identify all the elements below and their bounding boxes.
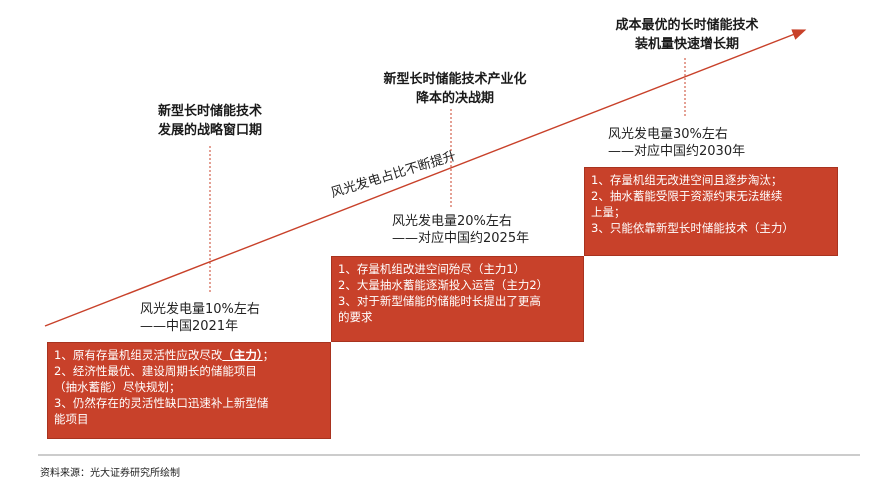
box-phase2: 1、存量机组改进空间殆尽（主力1） 2、大量抽水蓄能逐渐投入运营（主力2） 3、… — [331, 256, 584, 342]
share-label-2030: 风光发电量30%左右 ——对应中国约2030年 — [608, 127, 746, 159]
phase-title-2: 新型长时储能技术产业化 降本的决战期 — [383, 72, 527, 106]
share-label-2021: 风光发电量10%左右 ——中国2021年 — [140, 302, 260, 334]
phase-title-3: 成本最优的长时储能技术 装机量快速增长期 — [615, 18, 759, 52]
box-phase3: 1、存量机组无改进空间且逐步淘汰； 2、抽水蓄能受限于资源约束无法继续 上量； … — [584, 167, 838, 256]
trend-arrow — [44, 29, 807, 327]
phase-title-1: 新型长时储能技术 发展的战略窗口期 — [157, 104, 262, 138]
source-note: 资料来源：光大证券研究所绘制 — [40, 468, 180, 479]
box-phase1: 1、原有存量机组灵活性应改尽改（主力）； 2、经济性最优、建设周期长的储能项目 … — [47, 342, 331, 439]
share-label-2025: 风光发电量20%左右 ——对应中国约2025年 — [392, 214, 530, 246]
